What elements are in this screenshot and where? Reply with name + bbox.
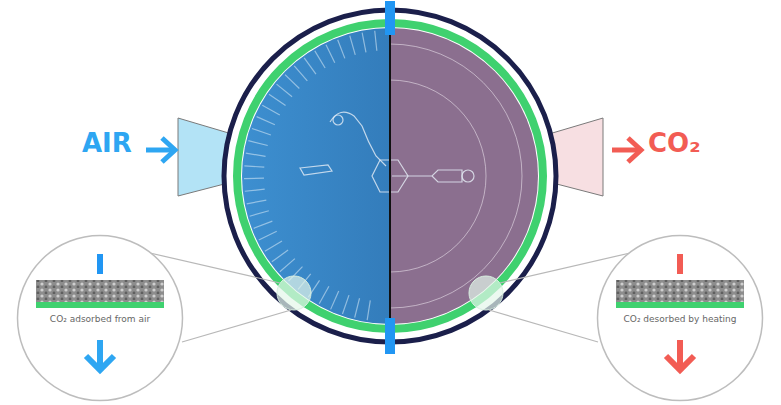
divider-wall	[389, 18, 391, 334]
filter-fin	[262, 105, 279, 115]
flow-in-bar	[97, 254, 103, 274]
filter-fin	[375, 31, 377, 51]
air-arrow	[146, 138, 175, 162]
flow-out-arrow	[97, 340, 103, 366]
filter-fin	[315, 51, 325, 68]
magnifier-circle: CO₂ adsorbed from air	[16, 234, 184, 402]
flow-out-arrowhead	[666, 356, 694, 370]
caption-text: CO₂ desorbed by heating	[611, 234, 749, 325]
flow-label: CO₂	[648, 128, 701, 158]
filter-fin	[247, 200, 267, 204]
filter-base	[616, 302, 744, 308]
filter-fins	[244, 31, 377, 320]
filter-fin	[252, 128, 271, 135]
filter-fin	[338, 40, 345, 59]
filter-fin	[362, 33, 366, 53]
zoom-spot	[469, 276, 503, 310]
filter-fin	[367, 300, 370, 320]
flow-label-box: CO₂	[648, 128, 701, 158]
filter-fin	[248, 141, 267, 146]
flow-label-box: AIR	[82, 128, 132, 158]
sorbent-layer	[36, 280, 164, 302]
filter-fin	[259, 231, 277, 240]
filter-base	[36, 302, 164, 308]
filter-fin	[304, 58, 316, 74]
flow-out-arrow	[677, 340, 683, 366]
filter-fin	[285, 75, 299, 89]
filter-fin	[269, 94, 286, 105]
leader-lines	[150, 253, 630, 342]
filter-fin	[250, 211, 269, 217]
filter-fin	[280, 259, 295, 272]
filter-fin	[245, 189, 265, 191]
filter-fin	[277, 84, 293, 97]
filter-fin	[319, 286, 329, 303]
filter-fin	[244, 166, 264, 167]
filter-fin	[331, 291, 339, 309]
magnifier-circle: CO₂ desorbed by heating	[596, 234, 764, 402]
filter-fin	[272, 250, 288, 262]
damper-bottom	[385, 318, 395, 354]
filter-fin	[342, 295, 349, 314]
filter-fin	[265, 241, 282, 251]
filter-fin	[257, 117, 275, 125]
filter-fin	[326, 45, 335, 63]
filter-fin	[350, 36, 356, 55]
flow-label: AIR	[82, 128, 132, 158]
collector-housing	[224, 10, 556, 342]
filter-fin	[355, 298, 360, 317]
filter-fin	[244, 178, 264, 180]
filter-fin	[246, 153, 266, 156]
fan-sketch	[300, 112, 474, 192]
flow-in-bar	[677, 254, 683, 274]
caption-text: CO₂ adsorbed from air	[31, 234, 169, 325]
flow-out-arrowhead	[86, 356, 114, 370]
sorbent-layer	[616, 280, 744, 302]
co2-arrow	[612, 138, 641, 162]
desorption-rings	[390, 44, 522, 308]
filter-fin	[254, 221, 273, 228]
filter-fin	[294, 66, 307, 81]
zoom-spot	[277, 276, 311, 310]
damper-top	[385, 1, 395, 35]
